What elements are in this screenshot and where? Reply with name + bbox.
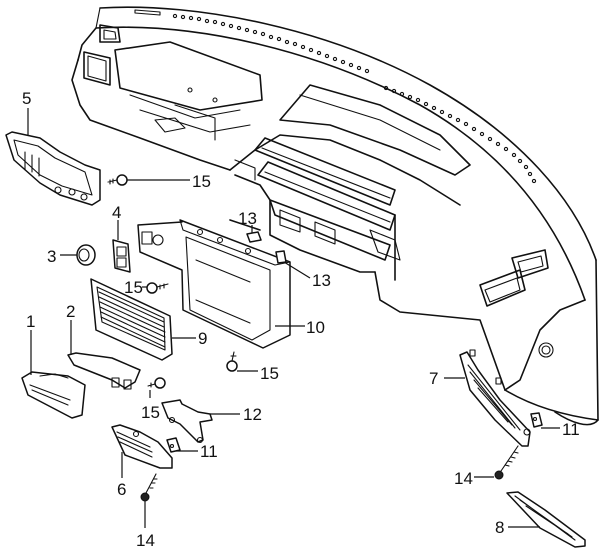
part-15-screw-c[interactable]: [226, 351, 238, 372]
part-9-speaker-grille[interactable]: [90, 278, 173, 361]
callout-15: 15: [141, 403, 160, 422]
callout-2: 2: [66, 302, 75, 321]
callout-12: 12: [243, 405, 262, 424]
part-3-knob[interactable]: [76, 244, 96, 266]
callout-14: 14: [454, 469, 473, 488]
callout-10: 10: [306, 318, 325, 337]
callout-13: 13: [238, 209, 257, 228]
callout-1: 1: [26, 312, 35, 331]
leader-lines: [27, 108, 560, 528]
part-15-screw-d[interactable]: [147, 377, 166, 389]
part-10-center-console-panel[interactable]: [137, 219, 291, 349]
callout-9: 9: [198, 329, 207, 348]
callout-15: 15: [192, 172, 211, 191]
callout-13: 13: [312, 271, 331, 290]
part-11-clip-nut-b[interactable]: [530, 412, 543, 428]
part-14-screw-b[interactable]: [494, 445, 519, 480]
part-12-mounting-bracket[interactable]: [161, 399, 213, 444]
callout-5: 5: [22, 89, 31, 108]
callout-8: 8: [495, 518, 504, 537]
callout-11: 11: [200, 442, 218, 461]
part-11-clip-nut-a[interactable]: [166, 437, 181, 453]
callout-15: 15: [124, 278, 143, 297]
part-15-screw-a[interactable]: [107, 174, 128, 186]
part-5-left-vent-panel[interactable]: [5, 131, 101, 206]
callout-11: 11: [562, 420, 580, 439]
part-2-hinge-bracket[interactable]: [67, 352, 141, 390]
part-13-clip-b[interactable]: [275, 250, 287, 264]
part-14-screw-a[interactable]: [140, 473, 158, 502]
callout-6: 6: [117, 480, 126, 499]
callout-3: 3: [47, 247, 56, 266]
defroster-holes: [172, 13, 537, 184]
callout-14: 14: [136, 531, 155, 550]
part-7-lower-cover-right[interactable]: [459, 349, 531, 447]
callout-15: 15: [260, 364, 279, 383]
callout-4: 4: [112, 203, 121, 222]
part-8-lower-grille-right[interactable]: [506, 491, 586, 548]
part-6-lower-cover-left[interactable]: [111, 424, 173, 469]
part-13-clip-a[interactable]: [246, 231, 262, 243]
part-15-screw-b[interactable]: [146, 282, 169, 294]
callout-7: 7: [429, 369, 438, 388]
part-4-switch-panel[interactable]: [112, 239, 131, 273]
part-1-glove-box-lid[interactable]: [21, 371, 86, 419]
callout-labels: 5 15 4 3 13 13 15 1 2 9 10 15 15 12 11 6…: [22, 89, 580, 550]
dashboard-body: [71, 6, 599, 426]
